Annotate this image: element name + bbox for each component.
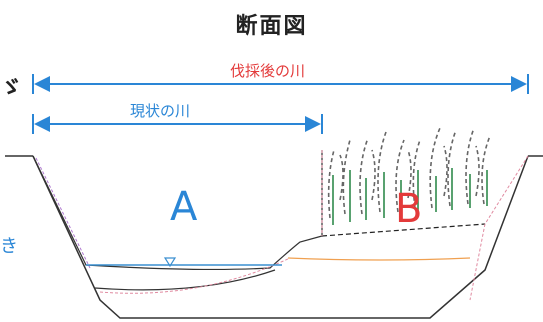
left-edge-blue-fragment: き: [0, 236, 18, 257]
dimension-current: [32, 114, 323, 134]
left-edge-text-fragment: ゞ: [0, 76, 23, 101]
channel-outline: [5, 150, 543, 319]
current-river-label: 現状の川: [130, 102, 191, 120]
after-logging-label: 伐採後の川: [230, 62, 306, 80]
dimension-after-logging: [32, 74, 529, 94]
zone-b-label: B: [395, 186, 423, 232]
diagram-title: 断面図: [235, 14, 308, 39]
tree-group: [327, 127, 491, 225]
zone-a-label: A: [170, 184, 198, 230]
